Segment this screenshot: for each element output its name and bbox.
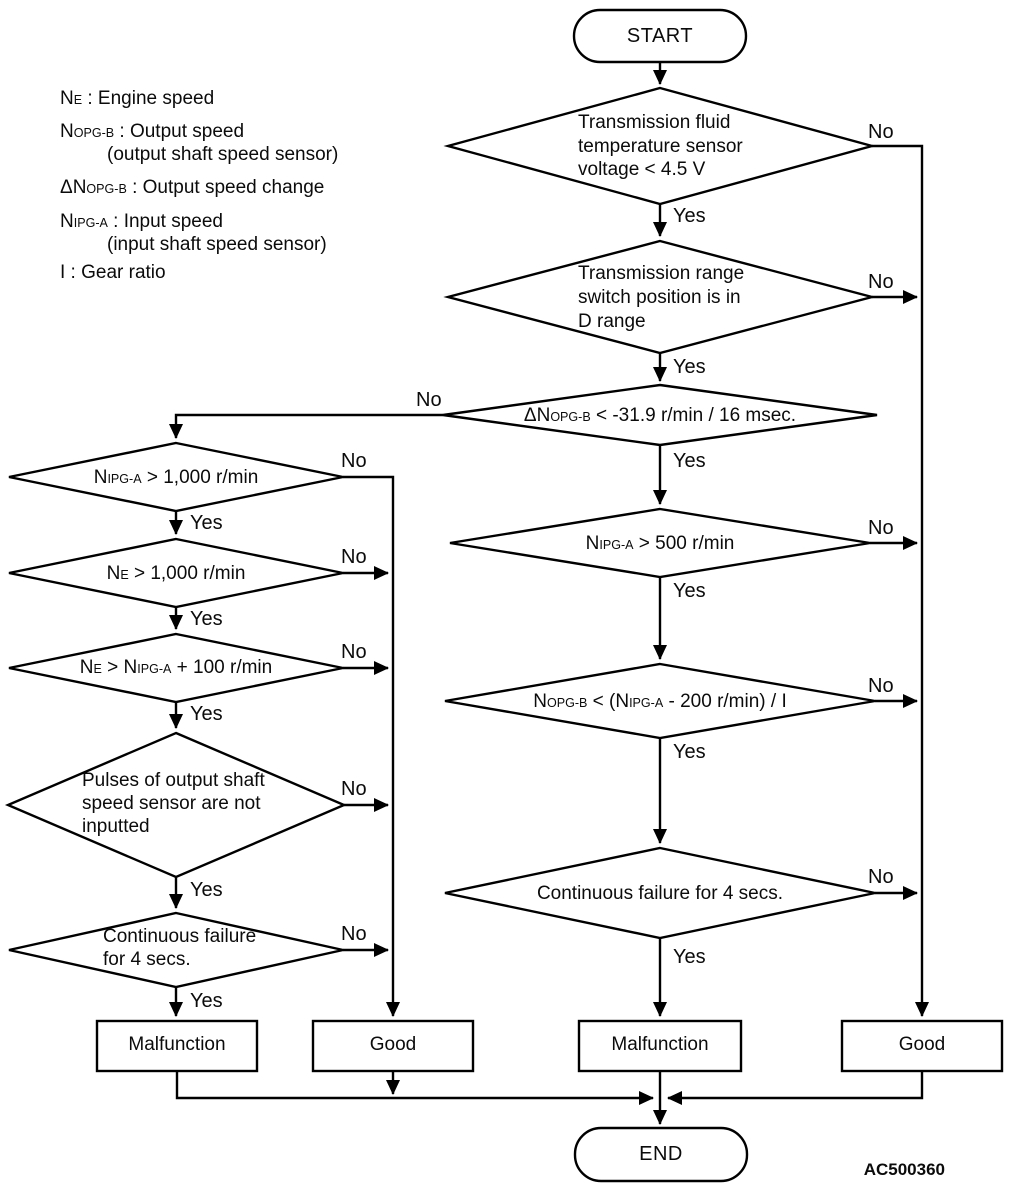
yes-label-ne1000: Yes xyxy=(190,608,223,630)
good-right-label: Good xyxy=(898,1034,946,1055)
legend-gear-ratio: I : Gear ratio xyxy=(60,262,166,283)
yes-label-delta: Yes xyxy=(673,450,706,472)
decision-engine-vs-input-label: NE > NIPG-A + 100 r/min xyxy=(79,657,273,678)
decision-continuous-failure-right-label: Continuous failure for 4 secs. xyxy=(536,883,784,904)
figure-code: AC500360 xyxy=(863,1160,945,1179)
no-label-ne-nipg: No xyxy=(341,641,367,663)
malfunction-right-label: Malfunction xyxy=(611,1034,709,1055)
end-label: END xyxy=(639,1143,683,1165)
no-label-n1000: No xyxy=(341,450,367,472)
connector-malfunction-left-out xyxy=(175,1071,654,1105)
legend-input-speed-wrap: (input shaft speed sensor) xyxy=(107,234,327,255)
no-label-fluid: No xyxy=(868,121,894,143)
yes-label-cont-l: Yes xyxy=(190,990,223,1012)
rail-right-no xyxy=(872,144,929,1017)
malfunction-left-label: Malfunction xyxy=(128,1034,226,1055)
yes-label-ne-nipg: Yes xyxy=(190,703,223,725)
no-label-ne1000: No xyxy=(341,546,367,568)
yes-label-range: Yes xyxy=(673,356,706,378)
decision-engine-speed-1000-label: NE > 1,000 r/min xyxy=(106,563,246,584)
no-label-range: No xyxy=(868,271,894,293)
legend-engine-speed: NE : Engine speed xyxy=(60,88,215,109)
decision-fluid-temp-label: Transmission fluid temperature sensor vo… xyxy=(578,112,743,180)
decision-output-speed-change-label: ΔNOPG-B < -31.9 r/min / 16 msec. xyxy=(523,405,797,426)
legend-input-speed: NIPG-A : Input speed xyxy=(60,211,224,232)
connector-no-delta-to-left xyxy=(169,413,443,439)
decision-pulses-label: Pulses of output shaft speed sensor are … xyxy=(82,770,265,837)
yes-label-cont-r: Yes xyxy=(673,946,706,968)
legend-output-speed: NOPG-B : Output speed xyxy=(60,121,245,142)
no-label-cont-l: No xyxy=(341,923,367,945)
legend-output-speed-wrap: (output shaft speed sensor) xyxy=(107,144,339,165)
decision-input-speed-1000-label: NIPG-A > 1,000 r/min xyxy=(93,467,259,488)
decision-input-speed-500-label: NIPG-A > 500 r/min xyxy=(585,533,735,554)
yes-label-n1000: Yes xyxy=(190,512,223,534)
start-label: START xyxy=(626,25,694,47)
no-label-delta: No xyxy=(416,389,442,411)
connector-good-right-out xyxy=(667,1071,924,1105)
decision-gear-ratio-label: NOPG-B < (NIPG-A - 200 r/min) / I xyxy=(533,691,787,712)
no-label-pulses: No xyxy=(341,778,367,800)
yes-label-fluid: Yes xyxy=(673,205,706,227)
yes-label-500: Yes xyxy=(673,580,706,602)
no-label-500: No xyxy=(868,517,894,539)
rail-left-no xyxy=(343,475,400,1017)
no-label-cont-r: No xyxy=(868,866,894,888)
yes-label-ratio: Yes xyxy=(673,741,706,763)
good-left-label: Good xyxy=(369,1034,417,1055)
good-left-box xyxy=(311,1019,475,1073)
yes-label-pulses: Yes xyxy=(190,879,223,901)
malfunction-left-box xyxy=(95,1019,259,1073)
no-label-ratio: No xyxy=(868,675,894,697)
malfunction-right-box xyxy=(577,1019,743,1073)
legend-output-speed-change: ΔNOPG-B : Output speed change xyxy=(60,177,325,198)
decision-range-switch-label: Transmission range switch position is in… xyxy=(578,263,745,332)
end-terminal-shape xyxy=(573,1126,749,1183)
good-right-box xyxy=(840,1019,1004,1073)
decision-continuous-failure-left-label: Continuous failure for 4 secs. xyxy=(103,926,257,970)
